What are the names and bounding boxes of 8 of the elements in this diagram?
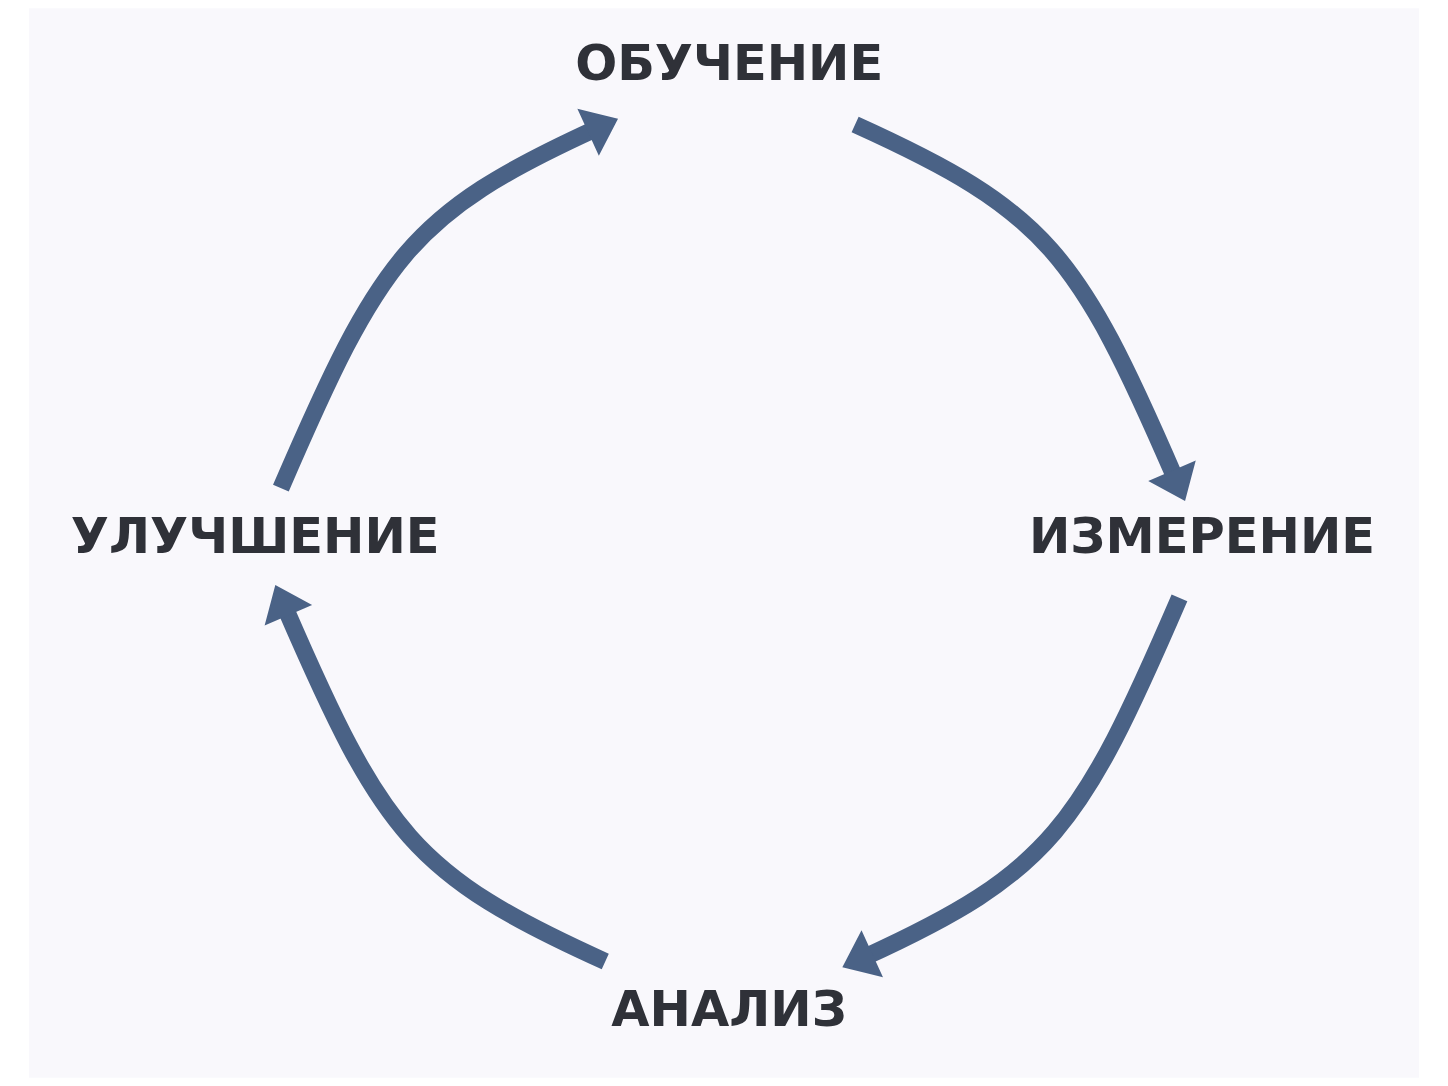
node-text: УЛУЧШЕНИЕ [70,507,440,566]
node-text: ИЗМЕРЕНИЕ [1028,507,1376,566]
node-text: ОБУЧЕНИЕ [575,34,884,93]
node-text: АНАЛИЗ [611,979,847,1038]
arrow [851,116,1196,501]
arrow [842,594,1188,978]
arrow [273,108,619,492]
arrow [264,585,609,970]
